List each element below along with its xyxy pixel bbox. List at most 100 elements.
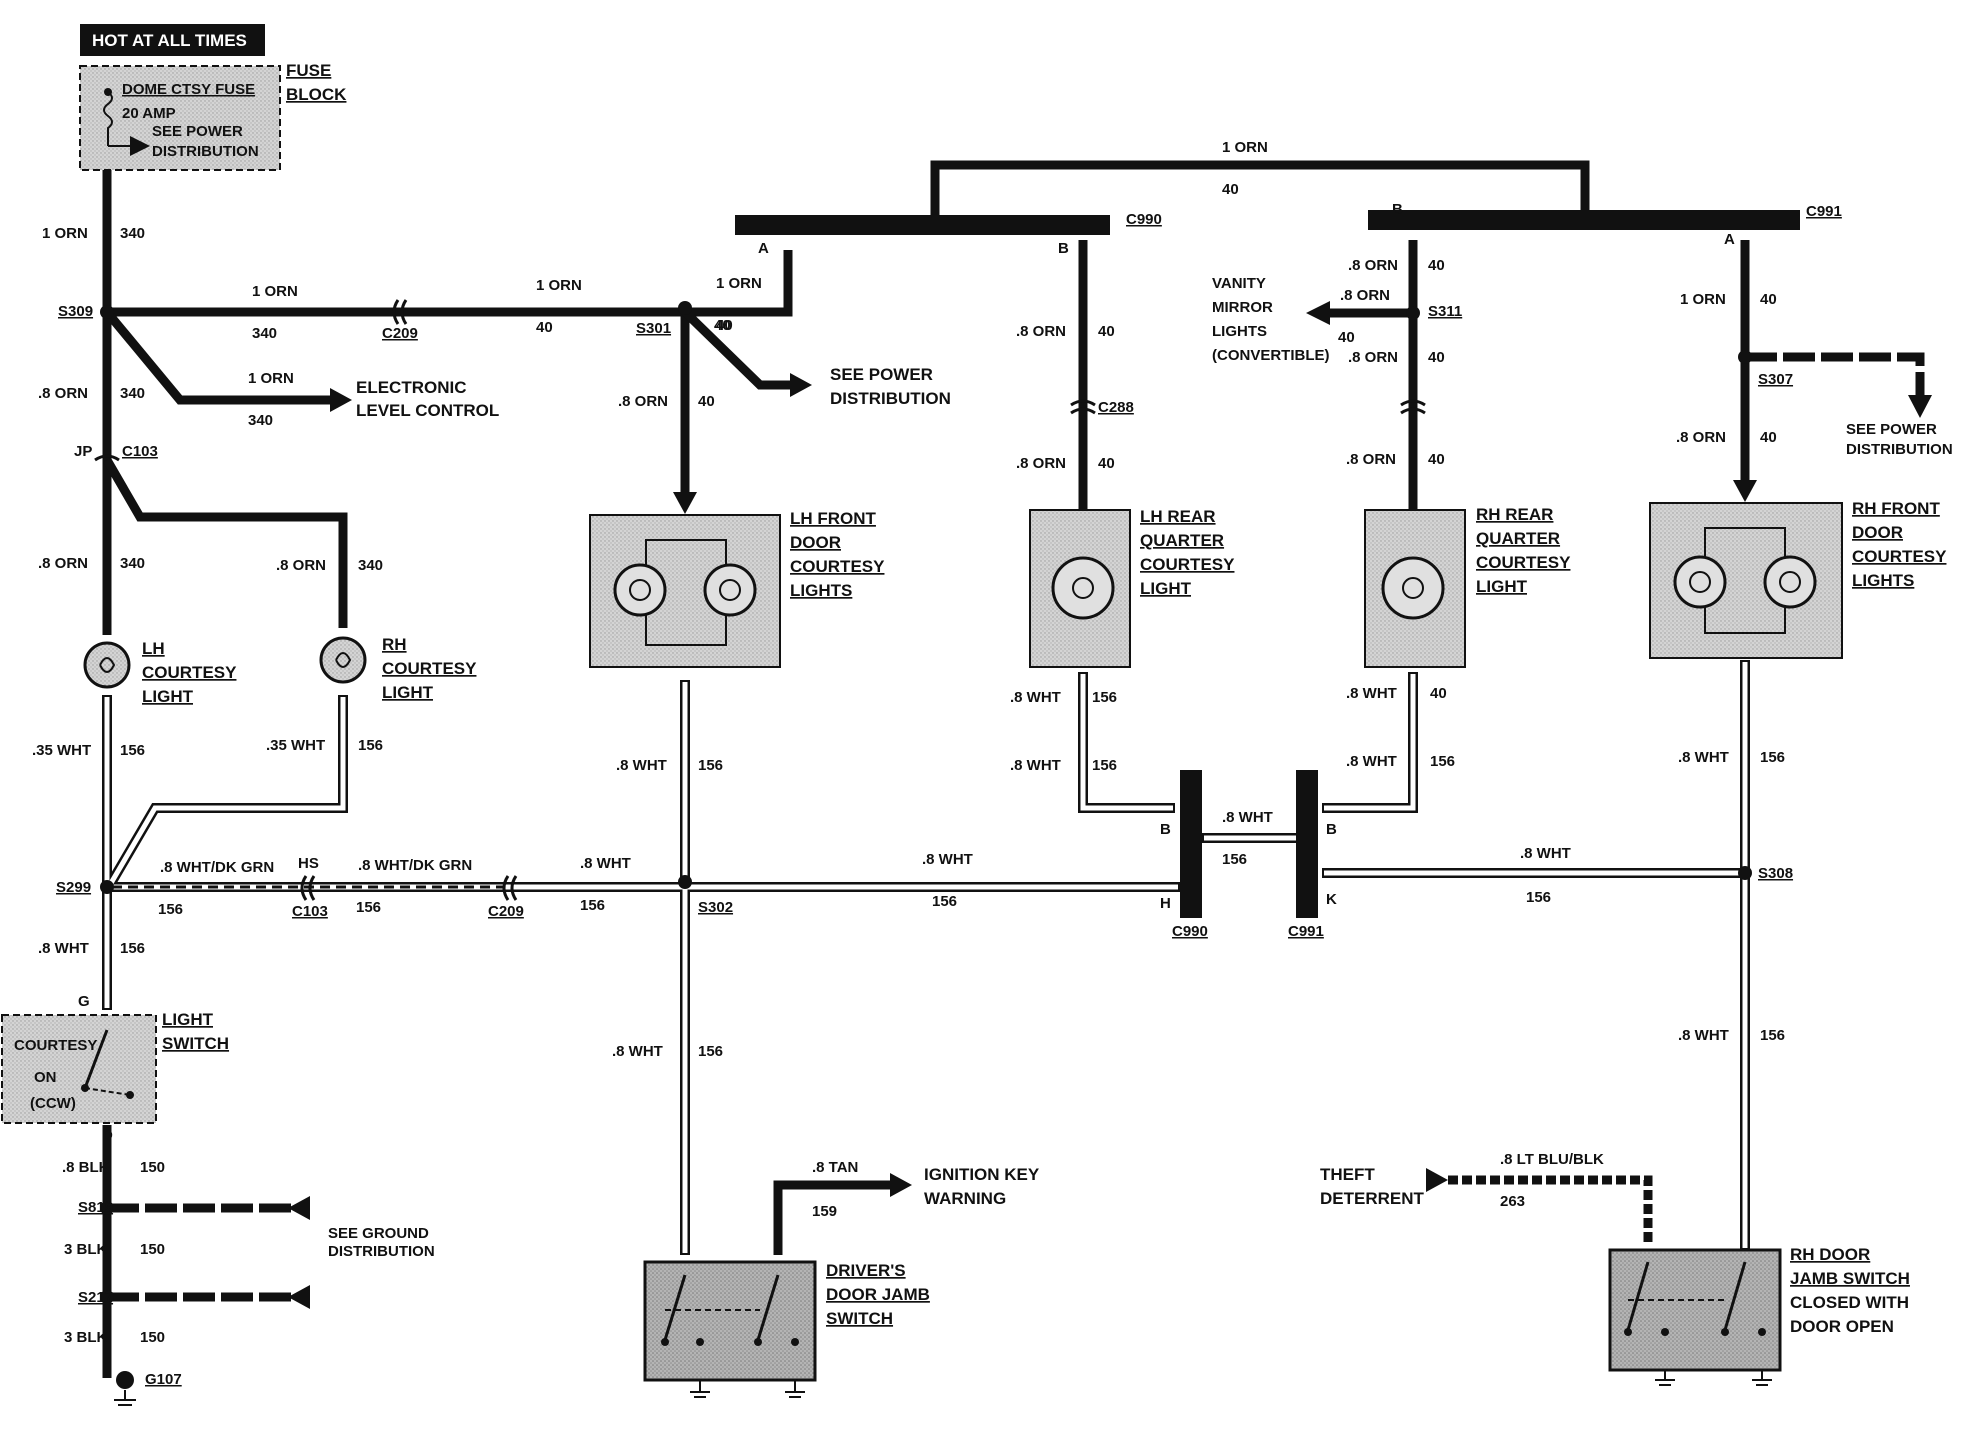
wire-label: 1 ORN: [42, 225, 88, 242]
circuit-label: 263: [1500, 1193, 1525, 1210]
circuit-label: 40: [714, 317, 731, 334]
connector-c209: C209: [382, 325, 418, 342]
wire-label: .8 LT BLU/BLK: [1500, 1151, 1604, 1168]
power-ref-1: SEE POWER: [830, 365, 933, 384]
rh-front-door-label-1: RH FRONT: [1852, 499, 1940, 518]
ground-ref-2: DISTRIBUTION: [328, 1243, 435, 1260]
power-ref-2: DISTRIBUTION: [830, 389, 951, 408]
circuit-label: 340: [120, 555, 145, 572]
fuse-block-label-1: FUSE: [286, 61, 331, 80]
circuit-label: 40: [1760, 291, 1777, 308]
lh-courtesy-light-bulb: [83, 641, 131, 689]
circuit-label: 40: [1098, 323, 1115, 340]
lh-front-door-label-2: DOOR: [790, 533, 841, 552]
splice-dots: [100, 301, 1752, 1389]
svg-text:DOME CTSY FUSE: DOME CTSY FUSE: [122, 81, 255, 98]
circuit-label: 156: [1092, 689, 1117, 706]
rh-rear-quarter-light-box: [1364, 509, 1466, 668]
ignition-ref-2: WARNING: [924, 1189, 1006, 1208]
connector-c103: C103: [122, 443, 158, 460]
circuit-label: 156: [120, 940, 145, 957]
lh-rear-label-3: COURTESY: [1140, 555, 1235, 574]
wire-label: .8 ORN: [1348, 257, 1398, 274]
vanity-ref-2: MIRROR: [1212, 299, 1273, 316]
switch-courtesy: COURTESY: [14, 1037, 97, 1054]
circuit-label: 40: [1428, 349, 1445, 366]
rh-courtesy-label-2: COURTESY: [382, 659, 477, 678]
pin-a: A: [1724, 231, 1735, 248]
lh-courtesy-label-1: LH: [142, 639, 165, 658]
connector-c991-b: C991: [1288, 923, 1324, 940]
rh-jamb-label-4: DOOR OPEN: [1790, 1317, 1894, 1336]
wire-label: 1 ORN: [1222, 139, 1268, 156]
splice-s308: S308: [1758, 865, 1793, 882]
circuit-label: 156: [358, 737, 383, 754]
lh-front-door-label-3: COURTESY: [790, 557, 885, 576]
circuit-label: 40: [1428, 257, 1445, 274]
connector-c103-b: C103: [292, 903, 328, 920]
wire-label: 1 ORN: [1680, 291, 1726, 308]
drivers-door-jamb-switch-box: [643, 1260, 817, 1382]
splice-s299: S299: [56, 879, 91, 896]
circuit-label: 40: [1338, 329, 1355, 346]
blk-wires: [102, 1125, 1653, 1378]
circuit-label: 156: [1526, 889, 1551, 906]
circuit-label: 40: [1428, 451, 1445, 468]
rh-rear-label-1: RH REAR: [1476, 505, 1553, 524]
splice-s217: S217: [78, 1289, 113, 1306]
connector-c990: C990: [1126, 211, 1162, 228]
hot-at-all-times-banner: HOT AT ALL TIMES: [80, 24, 265, 56]
ground-arrows: [288, 1168, 1448, 1309]
svg-text:20 AMP: 20 AMP: [122, 105, 176, 122]
pin-g: G: [78, 993, 90, 1010]
lh-front-door-lights-box: [589, 514, 781, 668]
rh-front-door-label-4: LIGHTS: [1852, 571, 1914, 590]
pin-k: K: [1326, 891, 1337, 908]
pin-h: H: [1160, 895, 1171, 912]
rh-front-door-label-2: DOOR: [1852, 523, 1903, 542]
rh-courtesy-label-1: RH: [382, 635, 407, 654]
wire-label: .8 WHT: [1010, 757, 1061, 774]
svg-text:HOT AT ALL TIMES: HOT AT ALL TIMES: [92, 31, 247, 50]
wire-label: .8 WHT: [1010, 689, 1061, 706]
wire-label: .8 WHT: [612, 1043, 663, 1060]
light-switch-label-1: LIGHT: [162, 1010, 214, 1029]
rh-jamb-label-1: RH DOOR: [1790, 1245, 1870, 1264]
wire-label: .8 ORN: [1016, 455, 1066, 472]
pin-hs: HS: [298, 855, 319, 872]
circuit-label: 156: [1222, 851, 1247, 868]
vanity-ref-4: (CONVERTIBLE): [1212, 347, 1330, 364]
wire-label: 1 ORN: [252, 283, 298, 300]
ground-symbol-g107: [114, 1390, 136, 1406]
circuit-label: 150: [140, 1159, 165, 1176]
wire-label: .8 ORN: [1676, 429, 1726, 446]
circuit-label: 340: [358, 557, 383, 574]
circuit-label: 156: [698, 1043, 723, 1060]
lh-courtesy-label-2: COURTESY: [142, 663, 237, 682]
pin-jp: JP: [74, 443, 92, 460]
circuit-label: 156: [120, 742, 145, 759]
inline-connectors: [94, 299, 1426, 901]
theft-ref-2: DETERRENT: [1320, 1189, 1425, 1208]
rh-jamb-label-2: JAMB SWITCH: [1790, 1269, 1910, 1288]
wire-label: 1 ORN: [536, 277, 582, 294]
lh-rear-label-1: LH REAR: [1140, 507, 1216, 526]
circuit-label: 40: [1430, 685, 1447, 702]
drivers-jamb-label-1: DRIVER'S: [826, 1261, 906, 1280]
wire-label: .8 WHT: [1678, 749, 1729, 766]
circuit-label: 340: [248, 412, 273, 429]
elc-ref-2: LEVEL CONTROL: [356, 401, 499, 420]
pin-b: B: [1326, 821, 1337, 838]
power-ref-1b: SEE POWER: [1846, 421, 1937, 438]
vanity-ref-3: LIGHTS: [1212, 323, 1267, 340]
circuit-label: 156: [580, 897, 605, 914]
circuit-label: 40: [716, 317, 733, 334]
pin-b: B: [1160, 821, 1171, 838]
wire-label: .8 ORN: [1346, 451, 1396, 468]
lh-front-door-label-1: LH FRONT: [790, 509, 877, 528]
circuit-label: 40: [1760, 429, 1777, 446]
splice-s302: S302: [698, 899, 733, 916]
circuit-label: 40: [536, 319, 553, 336]
lh-rear-label-2: QUARTER: [1140, 531, 1224, 550]
